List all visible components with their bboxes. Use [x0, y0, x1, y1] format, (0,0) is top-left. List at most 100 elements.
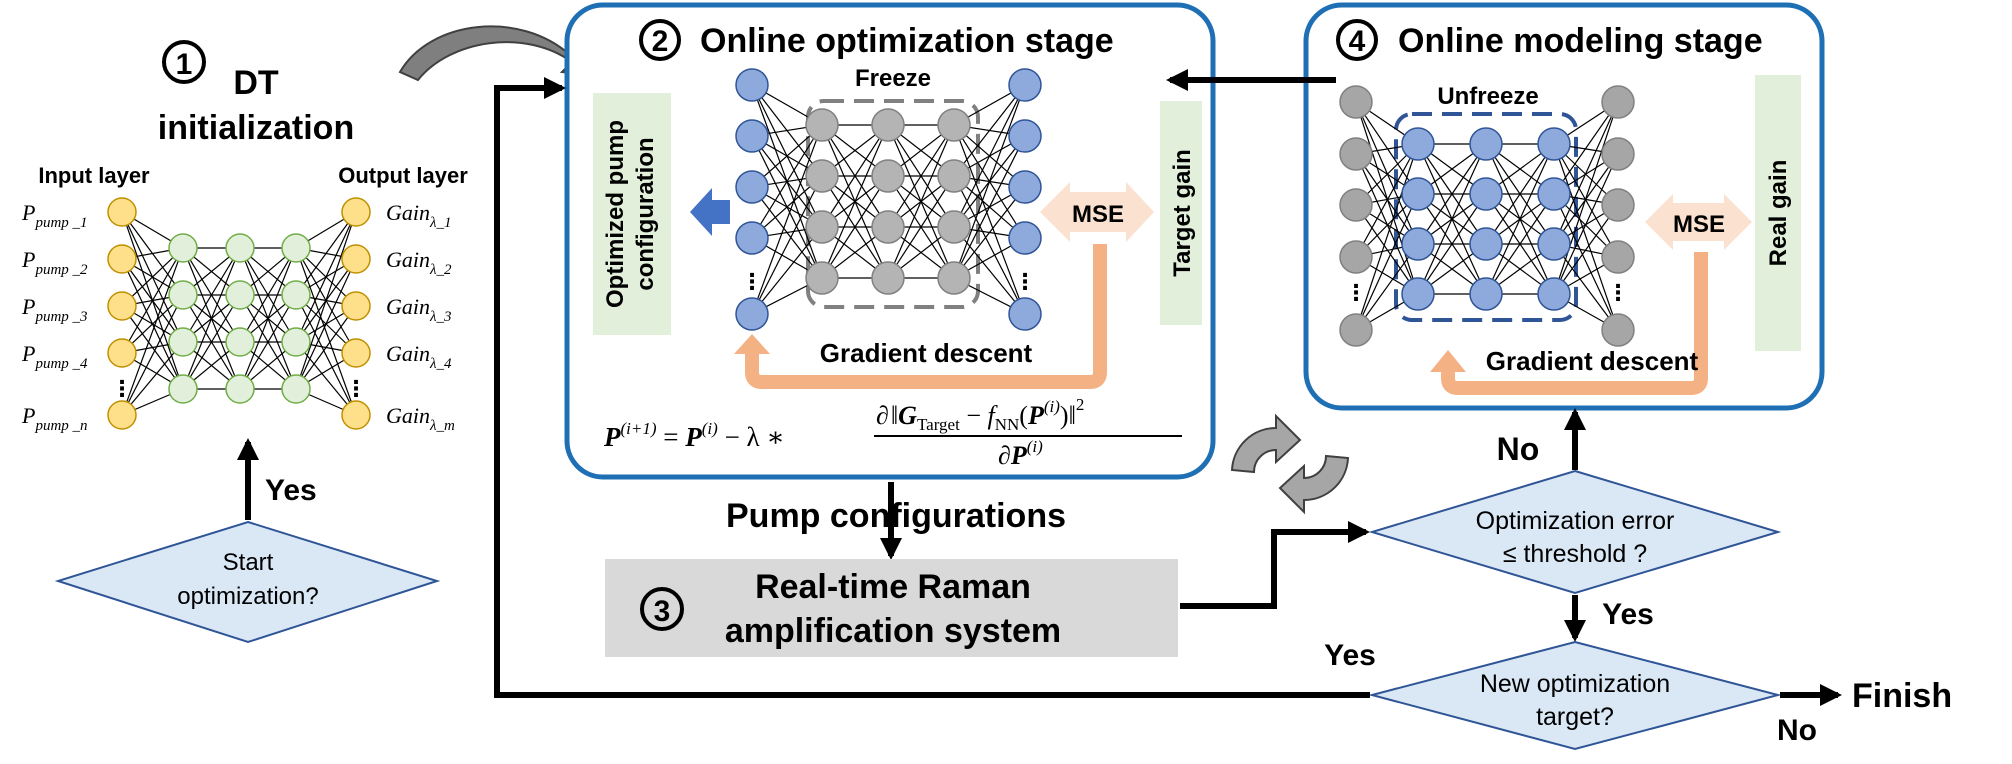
- stage2-connection: [751, 175, 823, 315]
- stage2-node: [805, 108, 839, 142]
- stage4-node: [1339, 313, 1373, 347]
- start-decision-line2: optimization?: [177, 583, 318, 610]
- stage1-connection: [295, 305, 357, 390]
- target-gain-panel: [1160, 101, 1202, 325]
- stage4-node: [1469, 227, 1503, 261]
- target-yes-loop-arrow: [494, 77, 1370, 698]
- stage2-node: [735, 297, 769, 331]
- input-label-3: Ppump _3: [21, 294, 88, 325]
- formula-denominator: ∂P(i): [998, 437, 1043, 470]
- start-decision: [54, 520, 441, 644]
- stage1-connection: [295, 211, 357, 390]
- stage1-node: [107, 244, 137, 274]
- target-yes-label: Yes: [1324, 639, 1376, 672]
- stage2-input-ellipsis: ⋮: [741, 269, 763, 294]
- stage4-node: [1401, 277, 1435, 311]
- stage4-connection: [1355, 204, 1419, 295]
- stage2-node: [735, 221, 769, 255]
- output-label-2: Gainλ_2: [386, 247, 452, 278]
- stage4-gradient-arrowhead: [1430, 350, 1466, 372]
- stage1-node: [281, 374, 311, 404]
- stage4-input-ellipsis: ⋮: [1345, 280, 1367, 305]
- stage4-gradient-path: [1441, 252, 1708, 395]
- stage1-number-badge: [162, 40, 206, 84]
- stage3-number: 3: [654, 595, 671, 628]
- stage2-node: [937, 261, 971, 295]
- stage2-node: [805, 210, 839, 244]
- stage4-connection: [1417, 143, 1487, 245]
- pump-configurations-label: Pump configurations: [726, 497, 1066, 535]
- stage4-connection: [1553, 143, 1619, 258]
- stage4-connection: [1553, 101, 1619, 295]
- stage2-node: [735, 119, 769, 153]
- error-decision: [1368, 469, 1782, 595]
- stage2-node: [1008, 170, 1042, 204]
- stage4-node: [1537, 277, 1571, 311]
- stage4-node: [1537, 177, 1571, 211]
- optimized-pump-line1: Optimized pump: [602, 120, 629, 308]
- stage1-node: [281, 327, 311, 357]
- raman-line2: amplification system: [725, 612, 1061, 650]
- stage4-number-badge: [1336, 19, 1378, 61]
- stage1-connection: [182, 294, 241, 390]
- stage4-connection: [1417, 193, 1487, 295]
- stage4-node: [1339, 240, 1373, 274]
- decisions-group: Optimization error ≤ threshold ? No Yes …: [494, 77, 1952, 751]
- stage4-connection: [1553, 204, 1619, 295]
- stage1-node: [341, 291, 371, 321]
- finish-label: Finish: [1852, 677, 1952, 715]
- freeze-label: Freeze: [855, 65, 931, 92]
- stage4-connection: [1355, 143, 1419, 331]
- formula-numerator: ∂‖GTarget − fNN(P(i))‖2: [876, 395, 1084, 434]
- stage2-connection: [887, 124, 955, 228]
- stage4-node: [1601, 85, 1635, 119]
- stage2-mse-label: MSE: [1072, 201, 1124, 228]
- stage4-node: [1401, 177, 1435, 211]
- stage1-group: 1 DT initialization Input layer Output l…: [21, 40, 468, 644]
- stage4-node: [1469, 127, 1503, 161]
- stage4-connection: [1553, 243, 1619, 331]
- stage2-number-badge: [639, 19, 681, 61]
- stage1-connection: [182, 247, 241, 343]
- stage2-connection: [953, 175, 1026, 315]
- stage2-connection: [953, 135, 1026, 279]
- stage1-node: [107, 338, 137, 368]
- stage2-gradient-path: [745, 244, 1107, 389]
- stage4-node: [1401, 227, 1435, 261]
- stage1-node: [341, 400, 371, 430]
- stage4-node: [1339, 137, 1373, 171]
- stage2-node: [735, 170, 769, 204]
- stage2-connection: [751, 226, 823, 315]
- stage4-connection: [1485, 143, 1555, 245]
- stage2-connection: [953, 84, 1026, 279]
- stage2-node: [871, 159, 905, 193]
- stage4-node: [1601, 313, 1635, 347]
- error-decision-line1: Optimization error: [1476, 507, 1675, 535]
- output-layer-label: Output layer: [338, 163, 468, 188]
- start-yes-label: Yes: [265, 474, 317, 507]
- unfreeze-label: Unfreeze: [1437, 83, 1538, 110]
- formula-lhs: P(i+1) = P(i) − λ ∗: [603, 419, 785, 452]
- raman-line1: Real-time Raman: [755, 568, 1031, 606]
- stage1-node: [168, 327, 198, 357]
- stage2-node: [871, 108, 905, 142]
- stage2-node: [937, 159, 971, 193]
- stage2-network: [735, 68, 1042, 331]
- stage2-node: [1008, 297, 1042, 331]
- stage2-node: [937, 108, 971, 142]
- stage4-node: [1339, 85, 1373, 119]
- stage2-node: [937, 210, 971, 244]
- stage1-node: [107, 197, 137, 227]
- input-layer-label: Input layer: [38, 163, 150, 188]
- stage2-node: [805, 261, 839, 295]
- stage4-connection: [1417, 143, 1487, 295]
- stage1-node: [281, 280, 311, 310]
- stage4-node: [1601, 137, 1635, 171]
- stage1-connection: [182, 247, 241, 390]
- stage1-connection: [239, 247, 297, 390]
- stage4-node: [1469, 277, 1503, 311]
- stage1-node: [168, 233, 198, 263]
- stage1-node: [341, 197, 371, 227]
- stage1-output-ellipsis: ⋮: [345, 376, 367, 401]
